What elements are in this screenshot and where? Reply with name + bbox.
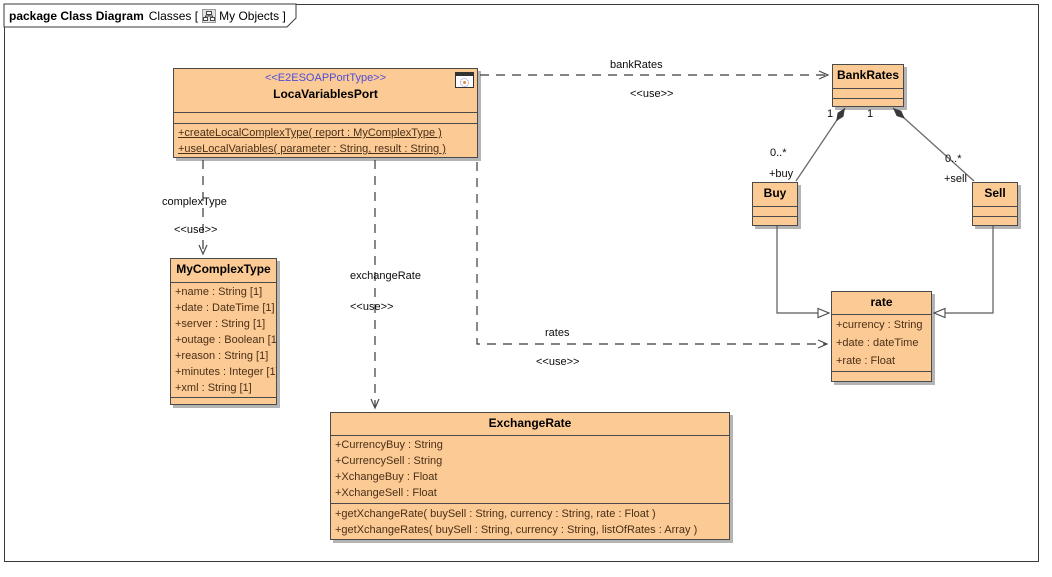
rate-attributes-compartment: +currency : String +date : dateTime +rat…	[832, 314, 931, 371]
port-stereotype: <<E2ESOAPPortType>>	[264, 72, 387, 84]
label-role-sell: +sell	[944, 173, 967, 185]
port-class-name: LocaVariablesPort	[273, 87, 378, 101]
label-mult-sell: 0..*	[945, 153, 962, 165]
attribute: +CurrencyBuy : String	[335, 439, 443, 451]
label-mult-buy: 0..*	[770, 147, 787, 159]
attribute: +date : dateTime	[836, 337, 919, 349]
bankrates-attributes-compartment	[833, 88, 903, 98]
operation: +getXchangeRates( buySell : String, curr…	[335, 524, 698, 536]
bankrates-operations-compartment	[833, 98, 903, 108]
mycomplextype-attributes-compartment: +name : String [1] +date : DateTime [1] …	[171, 282, 276, 397]
label-rates: rates	[545, 327, 570, 339]
attribute: +CurrencySell : String	[335, 455, 443, 467]
class-sell[interactable]: Sell	[972, 182, 1018, 226]
mycomplextype-operations-compartment	[171, 397, 276, 407]
class-diagram-icon	[202, 8, 217, 23]
attribute: +outage : Boolean [1]	[175, 334, 276, 346]
operation: +createLocalComplexType( report : MyComp…	[178, 127, 442, 139]
attribute: +xml : String [1]	[175, 382, 252, 394]
exchangerate-class-name: ExchangeRate	[488, 416, 572, 430]
label-complextype-use: <<use>>	[174, 224, 218, 236]
label-role-buy: +buy	[769, 168, 794, 180]
bankrates-class-name: BankRates	[836, 68, 900, 82]
buy-attributes-compartment	[753, 206, 797, 216]
frame-context-label: Classes [	[148, 8, 199, 23]
operation: +getXchangeRate( buySell : String, curre…	[335, 508, 656, 520]
attribute: +date : DateTime [1]	[175, 302, 275, 314]
mycomplextype-class-name: MyComplexType	[176, 262, 271, 276]
frame-diagram-label: My Objects ]	[219, 8, 286, 23]
frame-tab-shape	[3, 3, 297, 28]
attribute: +reason : String [1]	[175, 350, 269, 362]
port-attributes-compartment	[174, 112, 477, 123]
attribute: +rate : Float	[836, 355, 896, 367]
exchangerate-attributes-compartment: +CurrencyBuy : String +CurrencySell : St…	[331, 435, 729, 503]
class-mycomplextype[interactable]: MyComplexType +name : String [1] +date :…	[170, 258, 277, 405]
frame-kind-label: package Class Diagram	[9, 8, 144, 23]
class-buy[interactable]: Buy	[752, 182, 798, 226]
label-exchangerate-use: <<use>>	[350, 301, 394, 313]
attribute: +XchangeSell : Float	[335, 487, 437, 499]
rate-class-name: rate	[870, 295, 893, 309]
label-mult-sell-source: 1	[867, 108, 874, 120]
attribute: +currency : String	[836, 319, 923, 331]
class-exchangerate[interactable]: ExchangeRate +CurrencyBuy : String +Curr…	[330, 412, 730, 540]
class-rate[interactable]: rate +currency : String +date : dateTime…	[831, 291, 932, 382]
buy-class-name: Buy	[763, 186, 787, 200]
buy-operations-compartment	[753, 216, 797, 227]
port-badge-icon	[455, 72, 474, 88]
attribute: +XchangeBuy : Float	[335, 471, 438, 483]
class-bankrates[interactable]: BankRates	[832, 64, 904, 107]
label-rates-use: <<use>>	[536, 356, 580, 368]
sell-operations-compartment	[973, 216, 1017, 227]
exchangerate-operations-compartment: +getXchangeRate( buySell : String, curre…	[331, 503, 729, 545]
operation: +useLocalVariables( parameter : String, …	[178, 143, 446, 155]
rate-operations-compartment	[832, 371, 931, 384]
label-exchangerate: exchangeRate	[350, 270, 421, 282]
port-operations-compartment: +createLocalComplexType( report : MyComp…	[174, 123, 477, 160]
label-bankrates: bankRates	[610, 59, 663, 71]
class-locavariablesport[interactable]: <<E2ESOAPPortType>> LocaVariablesPort +c…	[173, 68, 478, 158]
attribute: +server : String [1]	[175, 318, 266, 330]
frame-tab: package Class Diagram Classes [ My Objec…	[4, 4, 296, 27]
label-mult-buy-source: 1	[827, 108, 834, 120]
attribute: +minutes : Integer [1]	[175, 366, 276, 378]
label-bankrates-use: <<use>>	[630, 88, 674, 100]
sell-attributes-compartment	[973, 206, 1017, 216]
label-complextype: complexType	[162, 196, 227, 208]
attribute: +name : String [1]	[175, 286, 263, 298]
sell-class-name: Sell	[984, 186, 1006, 200]
